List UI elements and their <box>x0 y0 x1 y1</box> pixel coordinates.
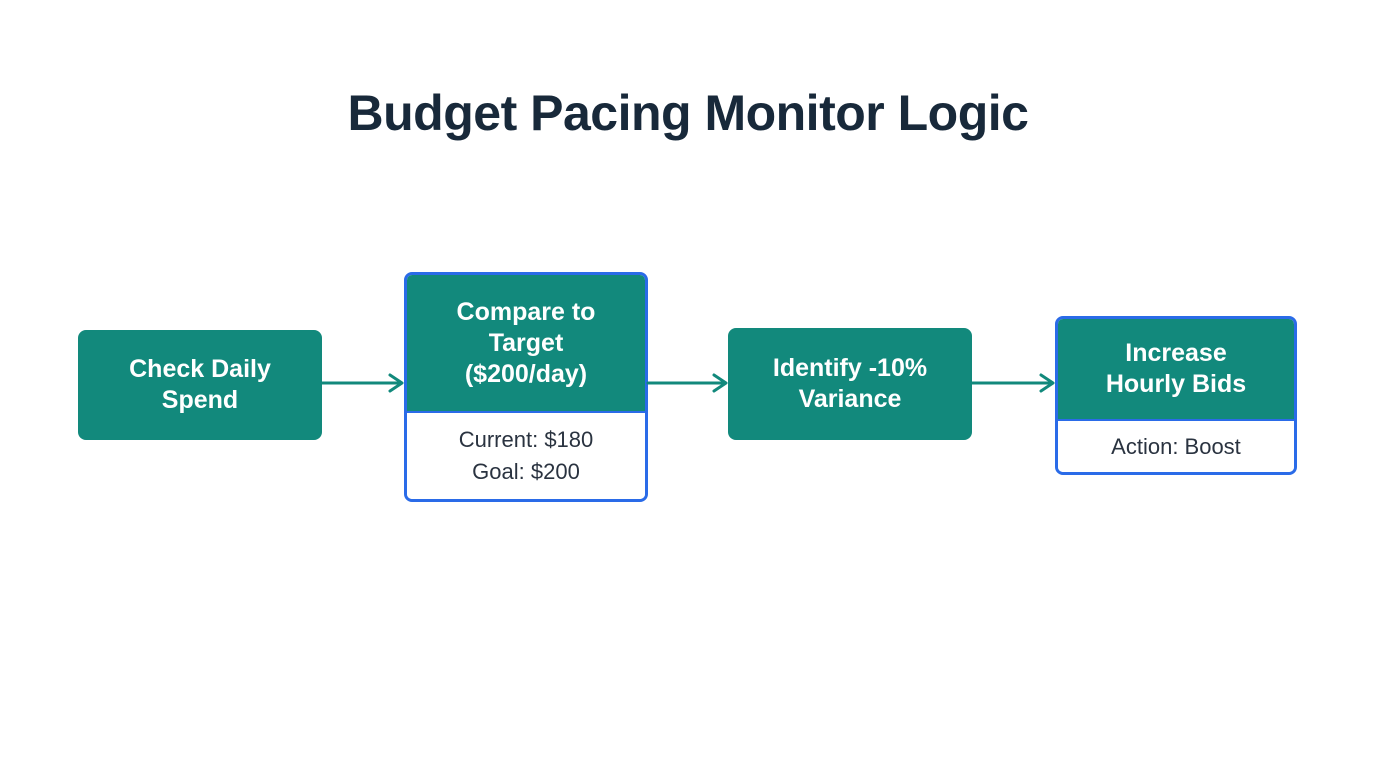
node-label-line: Identify -10% <box>772 354 928 382</box>
node-increase-hourly-bids: Increase Hourly Bids Action: Boost <box>1055 316 1297 475</box>
node-label-line: Variance <box>798 385 902 413</box>
annotation-line: Action: Boost <box>1111 433 1241 459</box>
node-label-line: Increase <box>1125 339 1227 367</box>
node-annotation: Action: Boost <box>1058 421 1294 472</box>
node-header: Compare to Target ($200/day) <box>407 275 645 413</box>
flow-arrow-icon <box>320 371 406 395</box>
node-identify-variance: Identify -10% Variance <box>728 328 972 440</box>
node-label-line: Hourly Bids <box>1105 370 1247 398</box>
flow-arrow-icon <box>646 371 730 395</box>
node-label-line: Spend <box>161 386 239 414</box>
node-label-line: ($200/day) <box>464 359 588 388</box>
node-label-line: Compare to <box>456 297 596 326</box>
node-check-daily-spend: Check Daily Spend <box>78 330 322 440</box>
node-label-line: Target <box>488 328 564 357</box>
annotation-line: Current: $180 <box>458 427 594 452</box>
flow-arrow-icon <box>970 371 1057 395</box>
node-label-line: Check Daily <box>129 355 271 383</box>
diagram-title: Budget Pacing Monitor Logic <box>347 85 1029 141</box>
annotation-line: Goal: $200 <box>472 459 580 484</box>
node-header: Increase Hourly Bids <box>1058 319 1294 421</box>
node-annotation: Current: $180 Goal: $200 <box>407 413 645 499</box>
node-compare-to-target: Compare to Target ($200/day) Current: $1… <box>404 272 648 502</box>
